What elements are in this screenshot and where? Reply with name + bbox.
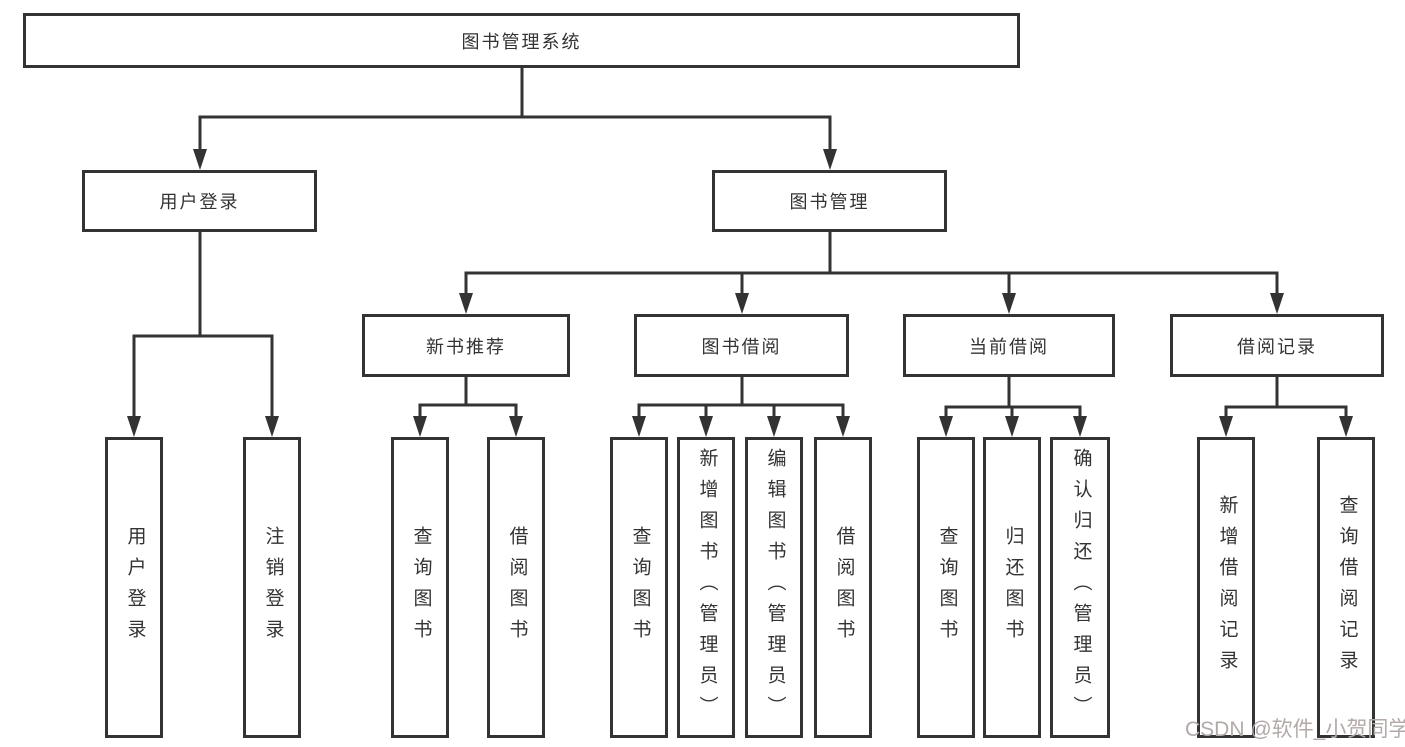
- leaf-current-confirm-return-admin-label: 确认归还（管理员）: [1070, 448, 1092, 727]
- leaf-current-return-book: 归还图书: [983, 437, 1041, 738]
- node-current-borrow-label: 当前借阅: [969, 336, 1049, 357]
- node-new-book-recommend-label: 新书推荐: [426, 336, 506, 357]
- node-user-login: 用户登录: [82, 170, 317, 232]
- node-new-book-recommend: 新书推荐: [362, 314, 570, 377]
- node-book-management-label: 图书管理: [789, 192, 870, 212]
- node-borrow-records-label: 借阅记录: [1237, 336, 1317, 357]
- watermark-text: CSDN @软件_小贺同学: [1185, 718, 1405, 741]
- node-book-borrow-label: 图书借阅: [701, 336, 782, 357]
- leaf-borrow-edit-book-admin-label: 编辑图书（管理员）: [764, 448, 786, 727]
- leaf-login-logout: 注销登录: [243, 437, 301, 738]
- leaf-current-return-book-label: 归还图书: [1002, 525, 1024, 650]
- leaf-recommend-query-book-label: 查询图书: [410, 525, 432, 650]
- leaf-login-user-login: 用户登录: [105, 437, 163, 738]
- leaf-records-add-record-label: 新增借阅记录: [1216, 494, 1238, 681]
- node-library-management-system: 图书管理系统: [23, 13, 1020, 68]
- node-borrow-records: 借阅记录: [1170, 314, 1384, 377]
- leaf-current-query-book: 查询图书: [917, 437, 975, 738]
- node-book-management: 图书管理: [712, 170, 947, 232]
- leaf-borrow-edit-book-admin: 编辑图书（管理员）: [745, 437, 803, 738]
- leaf-current-query-book-label: 查询图书: [936, 525, 958, 650]
- leaf-records-add-record: 新增借阅记录: [1197, 437, 1255, 738]
- leaf-recommend-borrow-book: 借阅图书: [487, 437, 545, 738]
- leaf-records-query-record: 查询借阅记录: [1317, 437, 1375, 738]
- node-current-borrow: 当前借阅: [903, 314, 1115, 377]
- leaf-borrow-query-book: 查询图书: [610, 437, 668, 738]
- leaf-login-user-login-label: 用户登录: [124, 525, 146, 650]
- leaf-borrow-add-book-admin: 新增图书（管理员）: [677, 437, 735, 738]
- leaf-borrow-borrow-book: 借阅图书: [814, 437, 872, 738]
- leaf-recommend-borrow-book-label: 借阅图书: [506, 525, 528, 650]
- leaf-current-confirm-return-admin: 确认归还（管理员）: [1050, 437, 1110, 738]
- node-user-login-label: 用户登录: [159, 192, 240, 212]
- leaf-records-query-record-label: 查询借阅记录: [1336, 494, 1358, 681]
- node-book-borrow: 图书借阅: [634, 314, 849, 377]
- leaf-borrow-query-book-label: 查询图书: [629, 525, 651, 650]
- leaf-recommend-query-book: 查询图书: [391, 437, 449, 738]
- node-library-management-system-label: 图书管理系统: [461, 31, 582, 52]
- leaf-login-logout-label: 注销登录: [262, 525, 284, 650]
- leaf-borrow-add-book-admin-label: 新增图书（管理员）: [696, 448, 718, 727]
- leaf-borrow-borrow-book-label: 借阅图书: [833, 525, 855, 650]
